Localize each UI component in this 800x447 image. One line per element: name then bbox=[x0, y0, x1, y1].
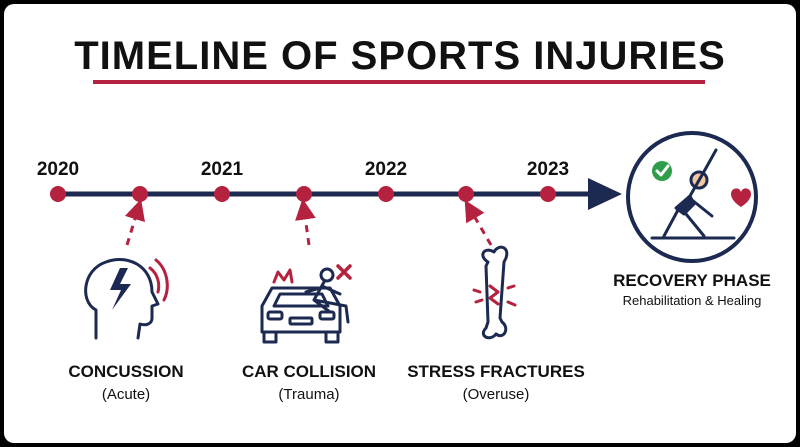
dot-2020 bbox=[50, 186, 66, 202]
connector-concussion bbox=[124, 198, 145, 246]
recovery-badge bbox=[626, 131, 758, 263]
car-crash-icon bbox=[260, 264, 352, 344]
dot-2023 bbox=[540, 186, 556, 202]
cracked-bone-icon bbox=[472, 245, 517, 340]
dot-2021 bbox=[214, 186, 230, 202]
timeline-dots bbox=[50, 186, 556, 202]
checkmark-icon bbox=[652, 161, 672, 181]
dot-2022 bbox=[378, 186, 394, 202]
event-name: CAR COLLISION bbox=[241, 362, 377, 381]
title-underline bbox=[93, 80, 705, 84]
event-detail: (Trauma) bbox=[278, 386, 340, 403]
dot-stress-fractures bbox=[458, 186, 474, 202]
connector-car-collision bbox=[295, 198, 316, 246]
dot-car-collision bbox=[296, 186, 312, 202]
event-car-collision: CAR COLLISION (Trauma) bbox=[242, 362, 376, 403]
year-label-2021: 2021 bbox=[200, 159, 244, 180]
event-detail: (Overuse) bbox=[462, 386, 530, 403]
event-stress-fractures: STRESS FRACTURES (Overuse) bbox=[407, 362, 585, 403]
year-label-2023: 2023 bbox=[526, 159, 570, 180]
timeline-arrowhead bbox=[588, 178, 622, 210]
event-name: STRESS FRACTURES bbox=[407, 362, 585, 381]
dot-concussion bbox=[132, 186, 148, 202]
event-concussion: CONCUSSION (Acute) bbox=[68, 362, 183, 403]
recovery-detail: Rehabilitation & Healing bbox=[622, 293, 762, 308]
stretching-person-icon bbox=[650, 148, 736, 240]
year-label-2022: 2022 bbox=[364, 159, 408, 180]
head-lightning-icon bbox=[84, 258, 169, 340]
connector-stress-fractures bbox=[464, 199, 493, 246]
heart-icon bbox=[731, 188, 751, 207]
event-name: CONCUSSION bbox=[68, 362, 184, 381]
event-connectors bbox=[124, 198, 493, 246]
page-title: TIMELINE OF SPORTS INJURIES bbox=[74, 34, 726, 78]
year-label-2020: 2020 bbox=[36, 159, 80, 180]
event-detail: (Acute) bbox=[101, 386, 151, 403]
recovery-name: RECOVERY PHASE bbox=[613, 271, 771, 290]
recovery-label: RECOVERY PHASE Rehabilitation & Healing bbox=[613, 271, 771, 308]
